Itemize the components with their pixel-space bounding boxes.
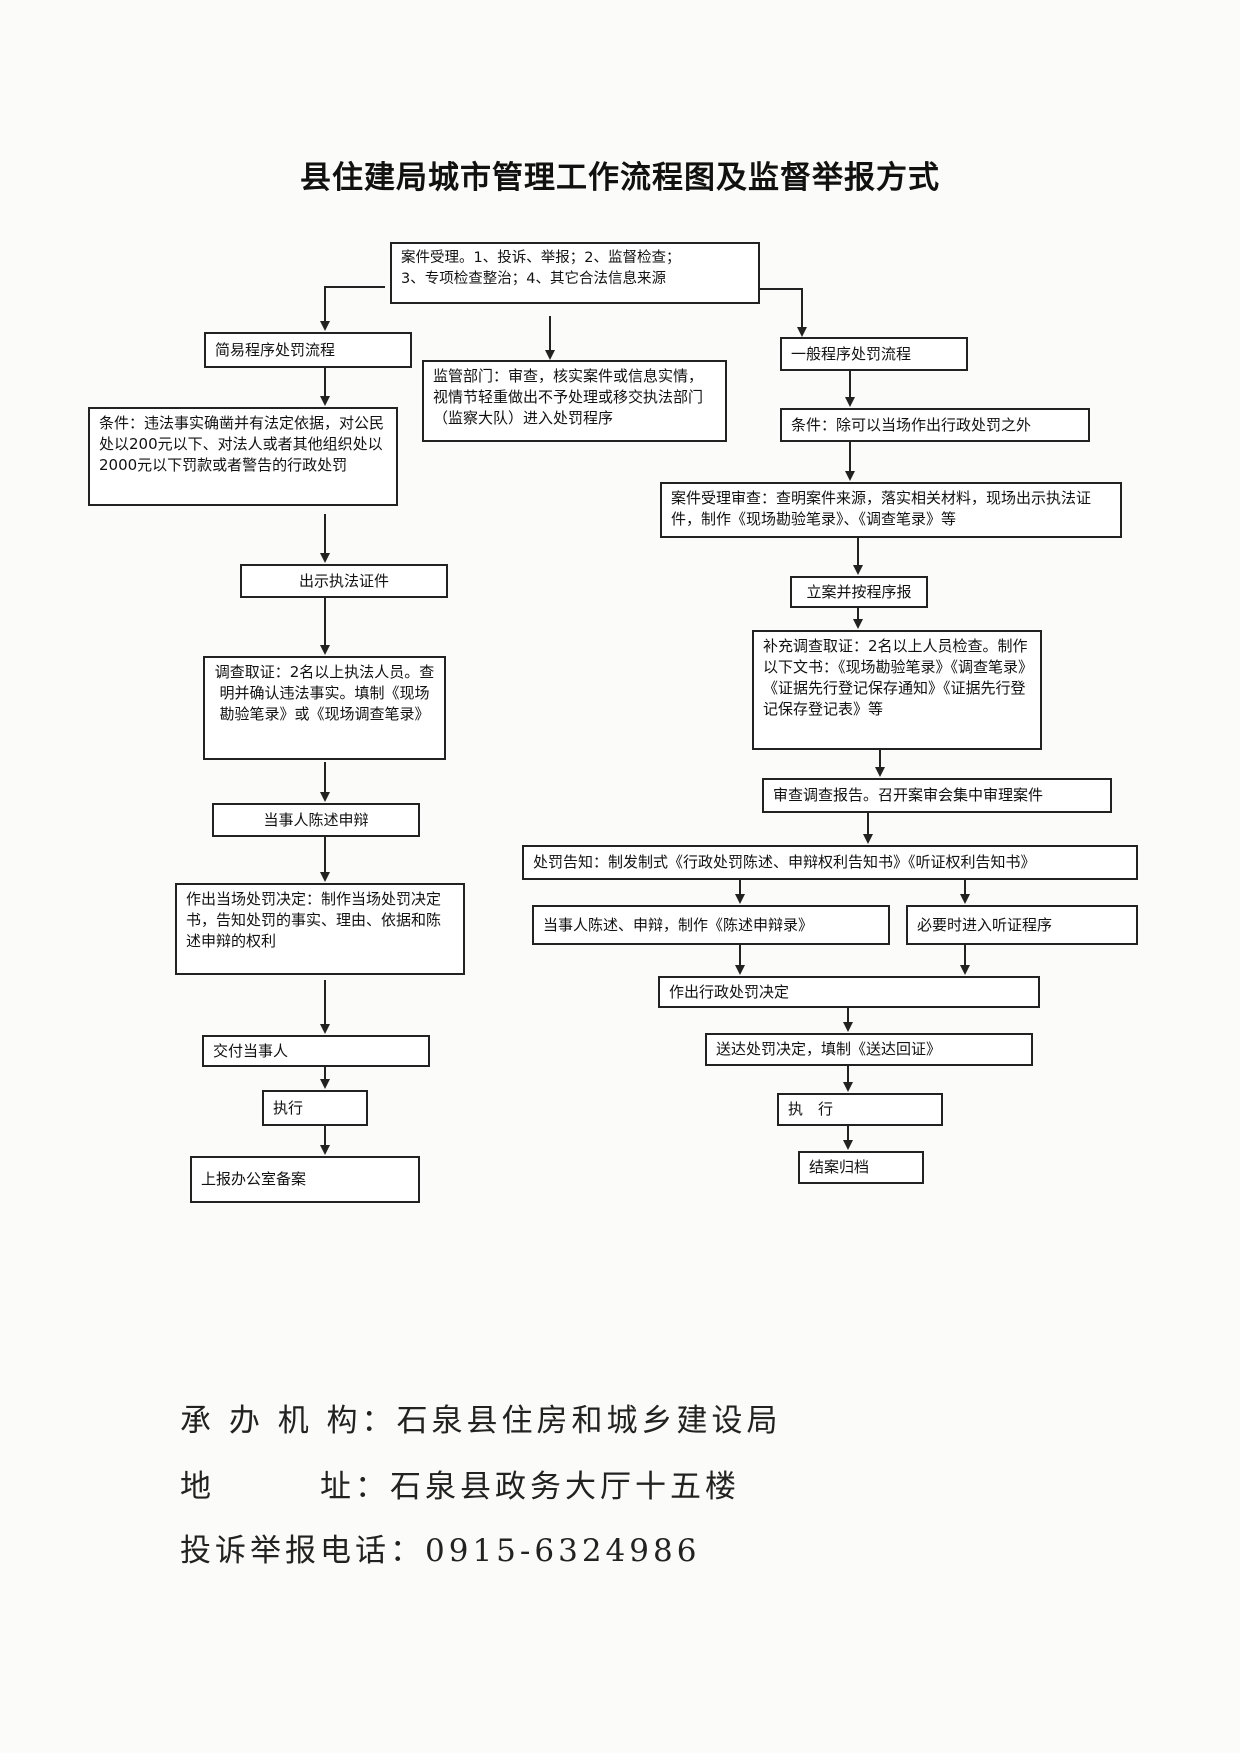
- simple-execute-box: 执行: [262, 1090, 368, 1126]
- arrow-top-to-general: [760, 288, 807, 337]
- hearing-box: 必要时进入听证程序: [906, 905, 1138, 945]
- general-statement-box: 当事人陈述、申辩，制作《陈述申辩录》: [532, 905, 890, 945]
- deliver-box: 交付当事人: [202, 1035, 430, 1067]
- footer-phone: 投诉举报电话：0915-6324986: [180, 1525, 700, 1570]
- show-cert-box: 出示执法证件: [240, 564, 448, 598]
- footer-phone-label: 投诉举报电话：: [180, 1533, 425, 1569]
- general-procedure-header: 一般程序处罚流程: [780, 337, 968, 371]
- case-intake-box: 案件受理。1、投诉、举报；2、监督检查； 3、专项检查整治；4、其它合法信息来源: [390, 242, 760, 304]
- serve-decision-box: 送达处罚决定，填制《送达回证》: [705, 1033, 1033, 1066]
- penalty-notice-box: 处罚告知：制发制式《行政处罚陈述、申辩权利告知书》《听证权利告知书》: [522, 845, 1138, 880]
- simple-statement-box: 当事人陈述申辩: [212, 803, 420, 837]
- simple-investigate-box: 调查取证：2名以上执法人员。查明并确认违法事实。填制《现场勘验笔录》或《现场调查…: [203, 656, 446, 760]
- report-review-box: 审查调查报告。召开案审会集中审理案件: [762, 778, 1112, 813]
- footer-org: 承 办 机 构：石泉县住房和城乡建设局: [180, 1395, 782, 1440]
- footer-org-label: 承 办 机 构：: [180, 1403, 397, 1439]
- supplement-investigate-box: 补充调查取证：2名以上人员检查。制作以下文书：《现场勘验笔录》《调查笔录》《证据…: [752, 630, 1042, 750]
- footer-address-label: 地 址：: [180, 1469, 390, 1505]
- general-execute-box: 执 行: [777, 1093, 943, 1126]
- footer-address: 地 址：石泉县政务大厅十五楼: [180, 1461, 740, 1506]
- arrow-top-to-simple: [320, 286, 385, 331]
- simple-condition-box: 条件：违法事实确凿并有法定依据，对公民处以200元以下、对法人或者其他组织处以2…: [88, 407, 398, 506]
- footer-org-value: 石泉县住房和城乡建设局: [396, 1403, 782, 1439]
- general-condition-box: 条件：除可以当场作出行政处罚之外: [780, 408, 1090, 442]
- simple-procedure-header: 简易程序处罚流程: [204, 332, 412, 368]
- simple-decision-box: 作出当场处罚决定：制作当场处罚决定书，告知处罚的事实、理由、依据和陈述申辩的权利: [175, 883, 465, 975]
- supervision-dept-box: 监管部门：审查，核实案件或信息实情，视情节轻重做出不予处理或移交执法部门（监察大…: [422, 360, 727, 442]
- footer-phone-value: 0915-6324986: [425, 1533, 701, 1569]
- case-review-box: 案件受理审查：查明案件来源，落实相关材料，现场出示执法证件，制作《现场勘验笔录》…: [660, 482, 1122, 538]
- page-title: 县住建局城市管理工作流程图及监督举报方式: [300, 160, 940, 196]
- general-decision-box: 作出行政处罚决定: [658, 976, 1040, 1008]
- archive-box: 结案归档: [798, 1151, 924, 1184]
- footer-address-value: 石泉县政务大厅十五楼: [390, 1469, 740, 1505]
- register-box: 立案并按程序报: [790, 576, 928, 608]
- report-office-box: 上报办公室备案: [190, 1156, 420, 1203]
